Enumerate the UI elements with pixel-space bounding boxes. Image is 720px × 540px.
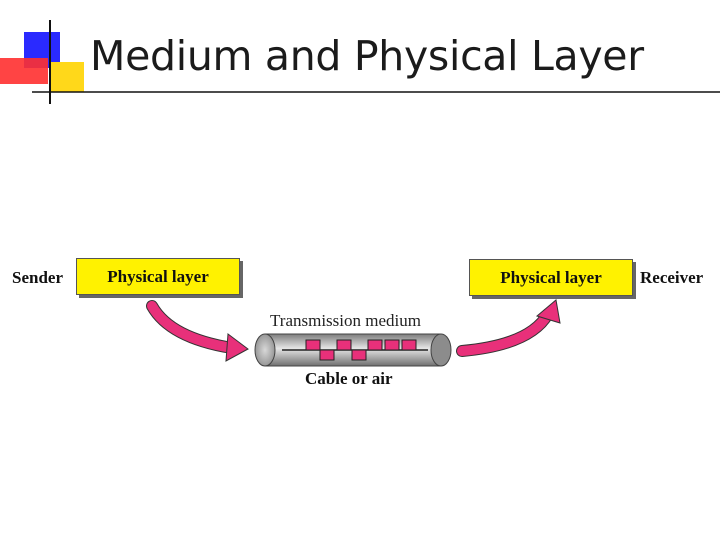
slide-title: Medium and Physical Layer xyxy=(90,32,644,80)
sender-physical-layer-box: Physical layer xyxy=(76,258,240,295)
medium-to-receiver-arrow xyxy=(456,299,561,357)
deco-red-bar xyxy=(0,58,48,84)
sender-to-medium-arrow xyxy=(146,300,249,362)
sender-label: Sender xyxy=(12,268,63,287)
deco-yellow-square xyxy=(50,62,84,92)
receiver-label: Receiver xyxy=(640,268,704,287)
corner-decoration xyxy=(0,20,720,104)
digital-signal xyxy=(305,339,417,361)
transmission-medium-label: Transmission medium xyxy=(270,311,421,330)
receiver-physical-layer-box: Physical layer xyxy=(469,259,633,296)
cable-or-air-label: Cable or air xyxy=(305,369,393,388)
